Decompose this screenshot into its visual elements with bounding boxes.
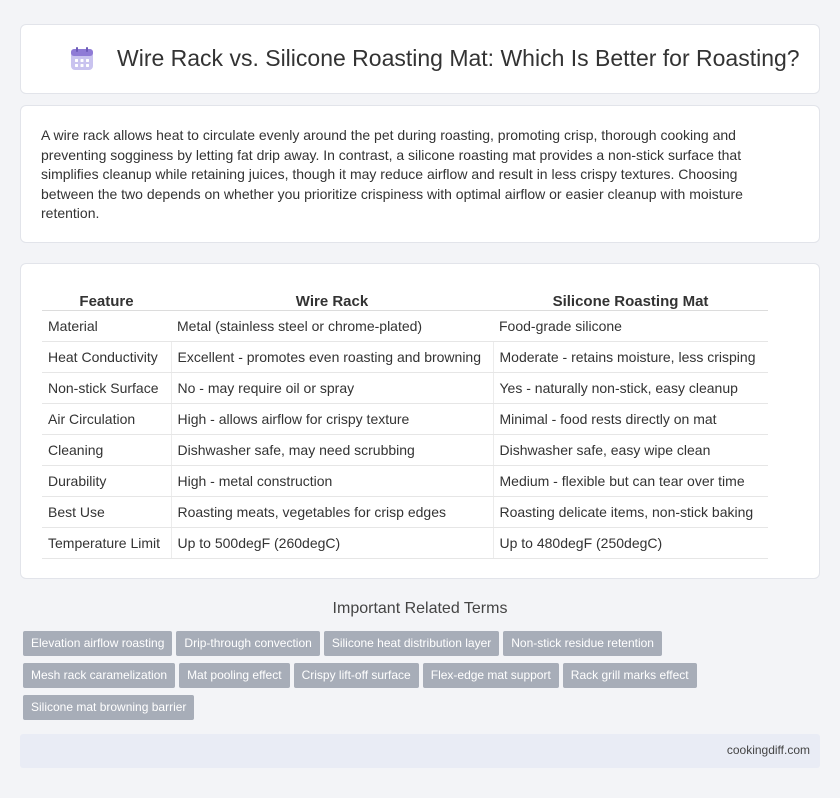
tag-drip-through-convection[interactable]: Drip-through convection	[176, 631, 320, 656]
table-row: Best Use Roasting meats, vegetables for …	[42, 496, 768, 528]
related-terms-heading: Important Related Terms	[332, 600, 508, 617]
tag-flex-edge-mat-support[interactable]: Flex-edge mat support	[422, 663, 559, 688]
intro-paragraph: A wire rack allows heat to circulate eve…	[41, 127, 743, 221]
silicone-mat-cell: Minimal - food rests directly on mat	[493, 403, 768, 435]
silicone-mat-cell: Roasting delicate items, non-stick bakin…	[493, 496, 768, 528]
tag-silicone-mat-browning-barrier[interactable]: Silicone mat browning barrier	[23, 695, 195, 720]
header-feature: Feature	[42, 286, 171, 311]
feature-cell: Durability	[42, 465, 172, 497]
comparison-card: Feature Wire Rack Silicone Roasting Mat …	[20, 263, 820, 579]
table-row: Heat Conductivity Excellent - promotes e…	[42, 341, 768, 373]
tag-elevation-airflow-roasting[interactable]: Elevation airflow roasting	[23, 631, 173, 656]
wire-rack-cell: Dishwasher safe, may need scrubbing	[171, 434, 494, 466]
silicone-mat-cell: Dishwasher safe, easy wipe clean	[493, 434, 768, 466]
header-silicone-mat: Silicone Roasting Mat	[493, 286, 768, 311]
silicone-mat-cell: Yes - naturally non-stick, easy cleanup	[493, 372, 768, 404]
tag-crispy-lift-off-surface[interactable]: Crispy lift-off surface	[293, 663, 419, 688]
tag-mat-pooling-effect[interactable]: Mat pooling effect	[179, 663, 290, 688]
comparison-table: Feature Wire Rack Silicone Roasting Mat …	[42, 286, 768, 559]
calendar-icon	[71, 47, 93, 70]
page-title: Wire Rack vs. Silicone Roasting Mat: Whi…	[117, 45, 800, 71]
table-row: Non-stick Surface No - may require oil o…	[42, 372, 768, 404]
table-row: Air Circulation High - allows airflow fo…	[42, 403, 768, 435]
tag-rack-grill-marks-effect[interactable]: Rack grill marks effect	[562, 663, 697, 688]
tag-non-stick-residue-retention[interactable]: Non-stick residue retention	[503, 631, 662, 656]
feature-cell: Best Use	[42, 496, 172, 528]
feature-cell: Material	[42, 310, 171, 342]
wire-rack-cell: High - metal construction	[171, 465, 494, 497]
table-row: Material Metal (stainless steel or chrom…	[42, 310, 768, 342]
table-row: Temperature Limit Up to 500degF (260degC…	[42, 527, 768, 559]
silicone-mat-cell: Food-grade silicone	[493, 310, 768, 342]
table-row: Durability High - metal construction Med…	[42, 465, 768, 497]
table-row: Cleaning Dishwasher safe, may need scrub…	[42, 434, 768, 466]
wire-rack-cell: No - may require oil or spray	[171, 372, 494, 404]
silicone-mat-cell: Medium - flexible but can tear over time	[493, 465, 768, 497]
wire-rack-cell: High - allows airflow for crispy texture	[171, 403, 494, 435]
tag-silicone-heat-distribution-layer[interactable]: Silicone heat distribution layer	[323, 631, 500, 656]
silicone-mat-cell: Moderate - retains moisture, less crispi…	[493, 341, 768, 373]
silicone-mat-cell: Up to 480degF (250degC)	[493, 527, 768, 559]
feature-cell: Non-stick Surface	[42, 372, 172, 404]
wire-rack-cell: Up to 500degF (260degC)	[171, 527, 494, 559]
wire-rack-cell: Roasting meats, vegetables for crisp edg…	[171, 496, 494, 528]
feature-cell: Air Circulation	[42, 403, 172, 435]
feature-cell: Heat Conductivity	[42, 341, 172, 373]
intro-card: A wire rack allows heat to circulate eve…	[20, 105, 820, 243]
feature-cell: Cleaning	[42, 434, 172, 466]
wire-rack-cell: Metal (stainless steel or chrome-plated)	[171, 310, 493, 342]
header-card: Wire Rack vs. Silicone Roasting Mat: Whi…	[20, 24, 820, 94]
header-wire-rack: Wire Rack	[171, 286, 493, 311]
footer-site-link[interactable]: cookingdiff.com	[726, 743, 810, 757]
footer: cookingdiff.com	[20, 734, 820, 768]
table-header-row: Feature Wire Rack Silicone Roasting Mat	[42, 286, 768, 311]
tag-mesh-rack-caramelization[interactable]: Mesh rack caramelization	[23, 663, 176, 688]
wire-rack-cell: Excellent - promotes even roasting and b…	[171, 341, 494, 373]
feature-cell: Temperature Limit	[42, 527, 172, 559]
